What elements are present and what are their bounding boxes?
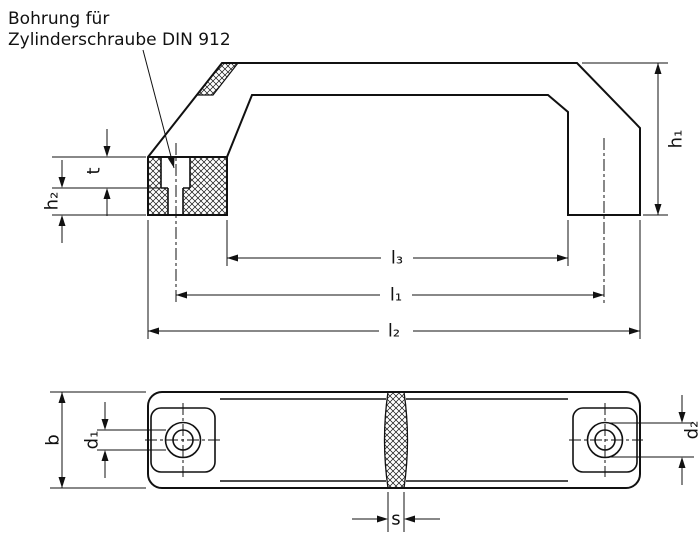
side-view: Bohrung für Zylinderschraube DIN 912 h₁ …: [8, 9, 687, 342]
leg-section-hatch: [195, 62, 240, 96]
dimension-d2-label: d₂: [682, 421, 700, 440]
dimension-l1: l₁: [176, 285, 604, 306]
annotation-leader: Bohrung für Zylinderschraube DIN 912: [8, 9, 231, 169]
dimension-h1: h₁: [582, 62, 687, 216]
dimension-s: s: [352, 492, 440, 532]
annotation-line2: Zylinderschraube DIN 912: [8, 30, 231, 50]
dimension-l1-label: l₁: [390, 285, 402, 306]
dimension-h2: h₂: [42, 160, 146, 243]
dimension-h1-label: h₁: [666, 130, 687, 149]
dimension-l2-label: l₂: [388, 321, 400, 342]
plan-centerlines: [145, 403, 643, 477]
dimension-l2: l₂: [147, 220, 641, 342]
annotation-line1: Bohrung für: [8, 9, 109, 29]
grip-edges: [220, 398, 568, 482]
dimension-d1: d₁: [82, 402, 166, 478]
dimension-b-label: b: [43, 434, 64, 445]
left-foot-section-hatch: [148, 157, 227, 215]
grip-section-hatch: [383, 391, 409, 489]
dimension-h2-label: h₂: [42, 192, 63, 211]
dimension-t: t: [52, 129, 161, 216]
plan-view: b d₁ d₂ s: [43, 391, 700, 532]
dimension-b: b: [43, 391, 146, 489]
dimension-d2: d₂: [610, 395, 700, 485]
dimension-l3: l₃: [226, 220, 569, 269]
screw-hole-outline: [160, 157, 191, 215]
dimension-s-label: s: [391, 509, 400, 530]
dimension-d1-label: d₁: [82, 431, 103, 450]
leader-arrowhead: [167, 156, 175, 168]
dimension-l3-label: l₃: [391, 248, 403, 269]
dimension-t-label: t: [84, 167, 105, 174]
left-hole-counterbore: [164, 421, 202, 459]
